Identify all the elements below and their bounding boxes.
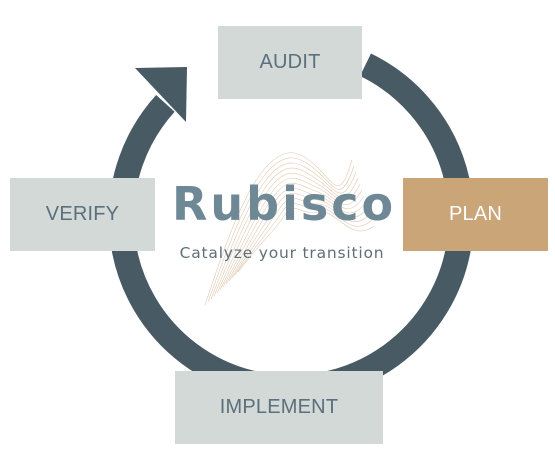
logo-tagline: Catalyze your transition (179, 244, 385, 262)
step-implement-label: IMPLEMENT (219, 396, 339, 418)
step-verify: VERIFY (10, 178, 155, 251)
step-plan-label: PLAN (448, 203, 503, 225)
step-audit: AUDIT (218, 26, 362, 99)
logo-name: Rubisco (172, 177, 397, 231)
logo-wave-graphic (204, 152, 375, 306)
step-implement: IMPLEMENT (175, 371, 383, 444)
step-verify-label: VERIFY (45, 203, 120, 225)
step-plan: PLAN (403, 178, 548, 251)
step-audit-label: AUDIT (259, 51, 321, 73)
cycle-arrow-head-icon (135, 67, 187, 122)
